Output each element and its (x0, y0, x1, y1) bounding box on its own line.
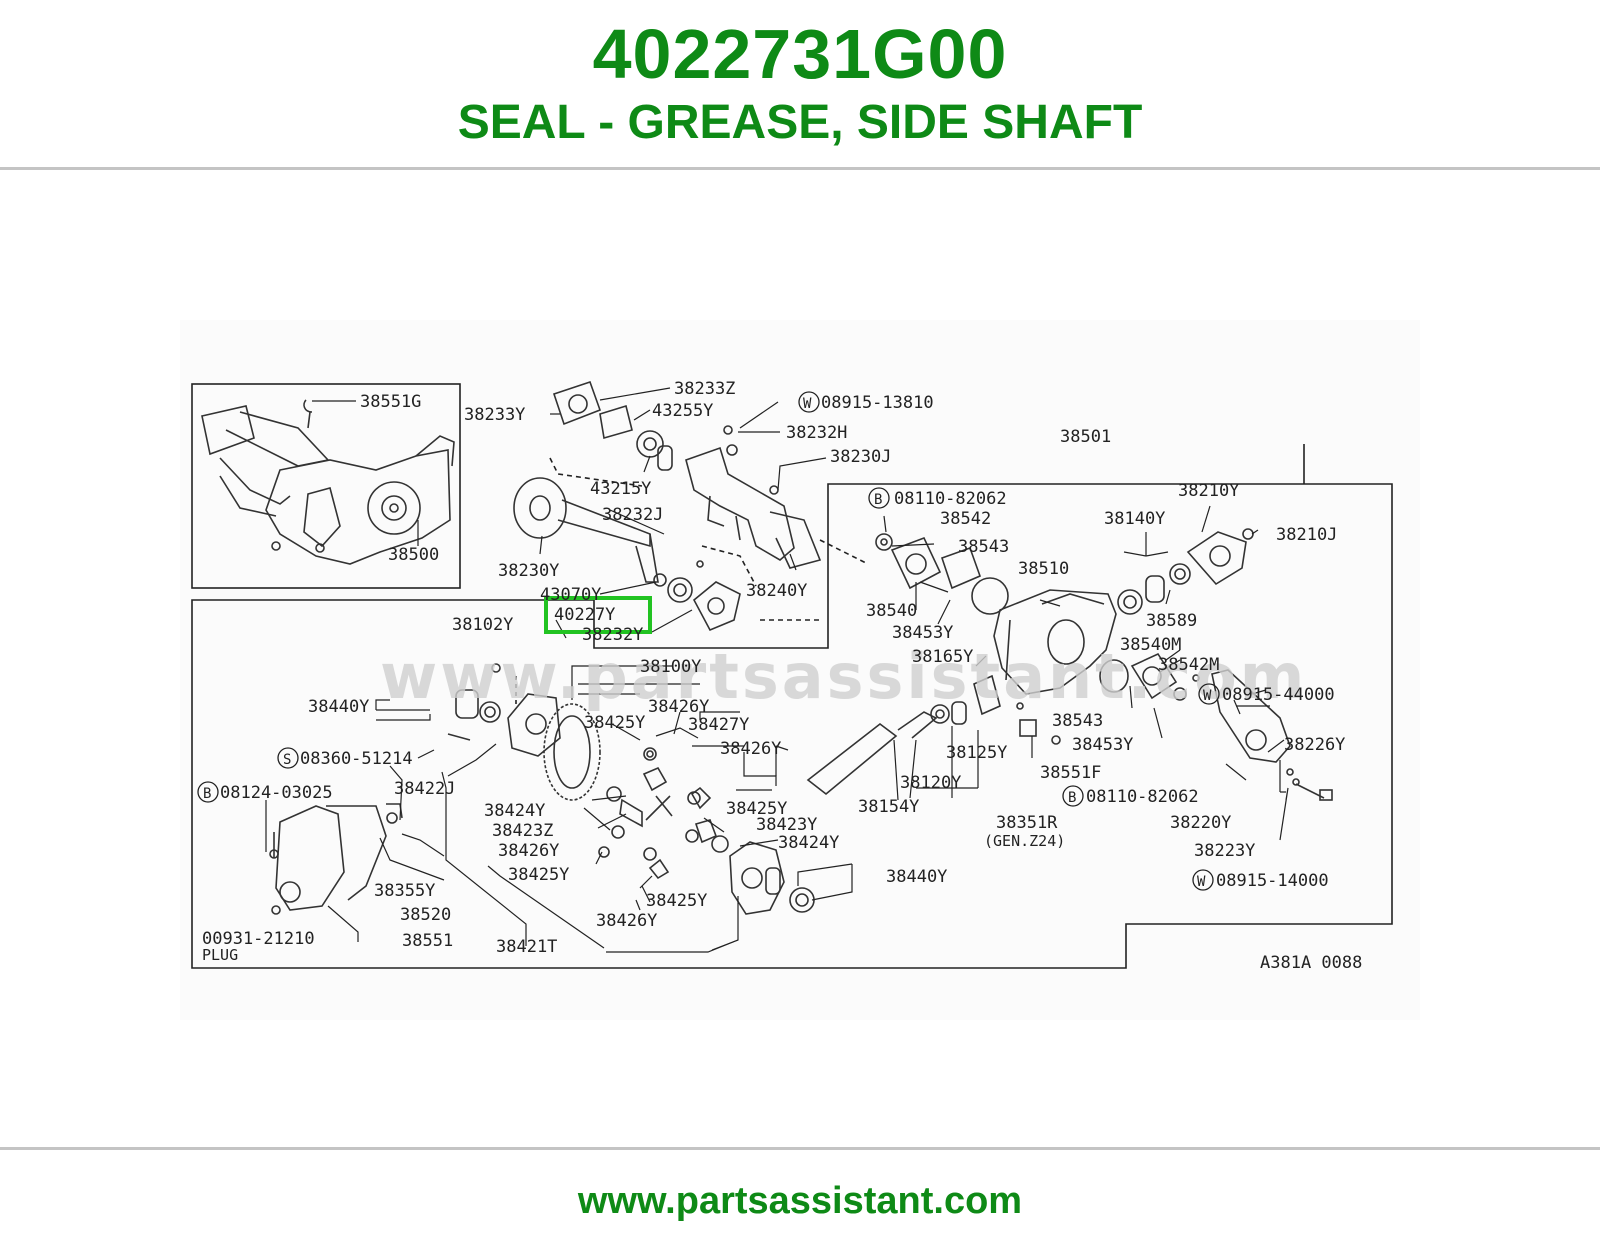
callout-38510: 38510 (1018, 559, 1069, 579)
callout-00931-21210: 00931-21210 (202, 929, 315, 949)
callout-labels: 38551G 38500 38233Z 38233Y 43255Y 43215Y… (197, 379, 1362, 973)
svg-text:B: B (203, 786, 211, 802)
callout-38543-bottom: 38543 (1052, 711, 1103, 731)
callout-38230Y: 38230Y (498, 561, 559, 581)
callout-38102Y: 38102Y (452, 615, 513, 635)
callout-38100Y: 38100Y (640, 657, 701, 677)
callout-08915-14000: 08915-14000 (1216, 871, 1329, 891)
callout-38453Y-top: 38453Y (892, 623, 953, 643)
callout-38551: 38551 (402, 931, 453, 951)
svg-text:B: B (1068, 790, 1076, 806)
callout-08915-44000: 08915-44000 (1222, 685, 1335, 705)
part-number-title: 4022731G00 (592, 15, 1008, 93)
callout-38140Y: 38140Y (1104, 509, 1165, 529)
callout-40227Y-highlighted: 40227Y (554, 605, 615, 625)
inset-frame (191, 383, 461, 589)
exploded-view-svg: www.partsassistant.com 38551G 38500 3823… (180, 320, 1420, 1020)
callout-38542: 38542 (940, 509, 991, 529)
leader-lines (265, 387, 1289, 953)
callout-38154Y: 38154Y (858, 797, 919, 817)
callout-38589: 38589 (1146, 611, 1197, 631)
callout-38240Y: 38240Y (746, 581, 807, 601)
callout-08110-82062-bottom: 08110-82062 (1086, 787, 1199, 807)
callout-38426Y-c: 38426Y (498, 841, 559, 861)
highlight-box-40227Y (544, 596, 652, 634)
callout-38425Y-a: 38425Y (584, 713, 645, 733)
callout-38426Y-b: 38426Y (720, 739, 781, 759)
callout-08360-51214: 08360-51214 (300, 749, 413, 769)
callout-08110-82062-top: 08110-82062 (894, 489, 1007, 509)
washer-symbol-W (798, 391, 820, 413)
callout-38425Y-d: 38425Y (646, 891, 707, 911)
callout-38355Y: 38355Y (374, 881, 435, 901)
diagram-background (180, 320, 1420, 1020)
callout-38233Z: 38233Z (674, 379, 735, 399)
side-shaft-group (513, 380, 822, 632)
callout-38501: 38501 (1060, 427, 1111, 447)
callout-38226Y: 38226Y (1284, 735, 1345, 755)
callout-38230J: 38230J (830, 447, 891, 467)
callout-plug: PLUG (202, 946, 238, 964)
callout-38210Y: 38210Y (1178, 481, 1239, 501)
callout-38232H: 38232H (786, 423, 847, 443)
svg-text:S: S (283, 752, 291, 768)
callout-43070Y: 43070Y (540, 585, 601, 605)
callout-38423Y: 38423Y (756, 815, 817, 835)
callout-38220Y: 38220Y (1170, 813, 1231, 833)
callout-38551G: 38551G (360, 392, 421, 412)
svg-text:W: W (803, 396, 812, 412)
rear-cover-group (269, 803, 403, 915)
callout-38232Y: 38232Y (582, 625, 643, 645)
callout-38125Y: 38125Y (946, 743, 1007, 763)
callout-38165Y: 38165Y (912, 647, 973, 667)
callout-08124-03025: 08124-03025 (220, 783, 333, 803)
watermark-text: www.partsassistant.com (380, 640, 1307, 713)
callout-38540M: 38540M (1120, 635, 1181, 655)
callout-38520: 38520 (400, 905, 451, 925)
callout-38422J: 38422J (394, 779, 455, 799)
header-divider (0, 167, 1600, 170)
callout-43215Y: 43215Y (590, 479, 651, 499)
callout-38424Y-a: 38424Y (484, 801, 545, 821)
plug-38351R (1019, 719, 1037, 737)
svg-text:W: W (1203, 688, 1212, 704)
callout-38500: 38500 (388, 545, 439, 565)
carrier-housing-group (806, 528, 1333, 801)
callout-38424Y-b: 38424Y (778, 833, 839, 853)
svg-text:W: W (1197, 874, 1206, 890)
callout-38351R: 38351R (996, 813, 1058, 833)
callout-38423Z: 38423Z (492, 821, 553, 841)
callout-38540: 38540 (866, 601, 917, 621)
callout-38223Y: 38223Y (1194, 841, 1255, 861)
callout-38426Y-d: 38426Y (596, 911, 657, 931)
callout-38421T: 38421T (496, 937, 557, 957)
callout-38440Y-left: 38440Y (308, 697, 369, 717)
callout-38551F: 38551F (1040, 763, 1101, 783)
callout-38426Y-a: 38426Y (648, 697, 709, 717)
callout-38210J: 38210J (1276, 525, 1337, 545)
callout-gen-z24: (GEN.Z24) (984, 832, 1065, 850)
inset-axle-assembly (201, 399, 455, 565)
callout-38543-top: 38543 (958, 537, 1009, 557)
callout-43255Y: 43255Y (652, 401, 713, 421)
callout-38453Y-bottom: 38453Y (1072, 735, 1133, 755)
callout-38233Y: 38233Y (464, 405, 525, 425)
footer-website-link[interactable]: www.partsassistant.com (577, 1180, 1023, 1222)
footer-divider (0, 1147, 1600, 1150)
callout-38425Y-c: 38425Y (726, 799, 787, 819)
parts-diagram: www.partsassistant.com 38551G 38500 3823… (180, 320, 1420, 1020)
callout-38427Y: 38427Y (688, 715, 749, 735)
callout-38120Y: 38120Y (900, 773, 961, 793)
differential-gear-group (447, 663, 815, 915)
diagram-code: A381A 0088 (1260, 953, 1362, 973)
part-description: SEAL - GREASE, SIDE SHAFT (457, 96, 1143, 149)
svg-text:B: B (874, 492, 882, 508)
page-header: 4022731G00 SEAL - GREASE, SIDE SHAFT (0, 0, 1600, 170)
callout-38542M: 38542M (1158, 655, 1219, 675)
callout-38232J: 38232J (602, 505, 663, 525)
callout-38425Y-b: 38425Y (508, 865, 569, 885)
callout-38440Y-right: 38440Y (886, 867, 947, 887)
callout-08915-13810: 08915-13810 (821, 393, 934, 413)
